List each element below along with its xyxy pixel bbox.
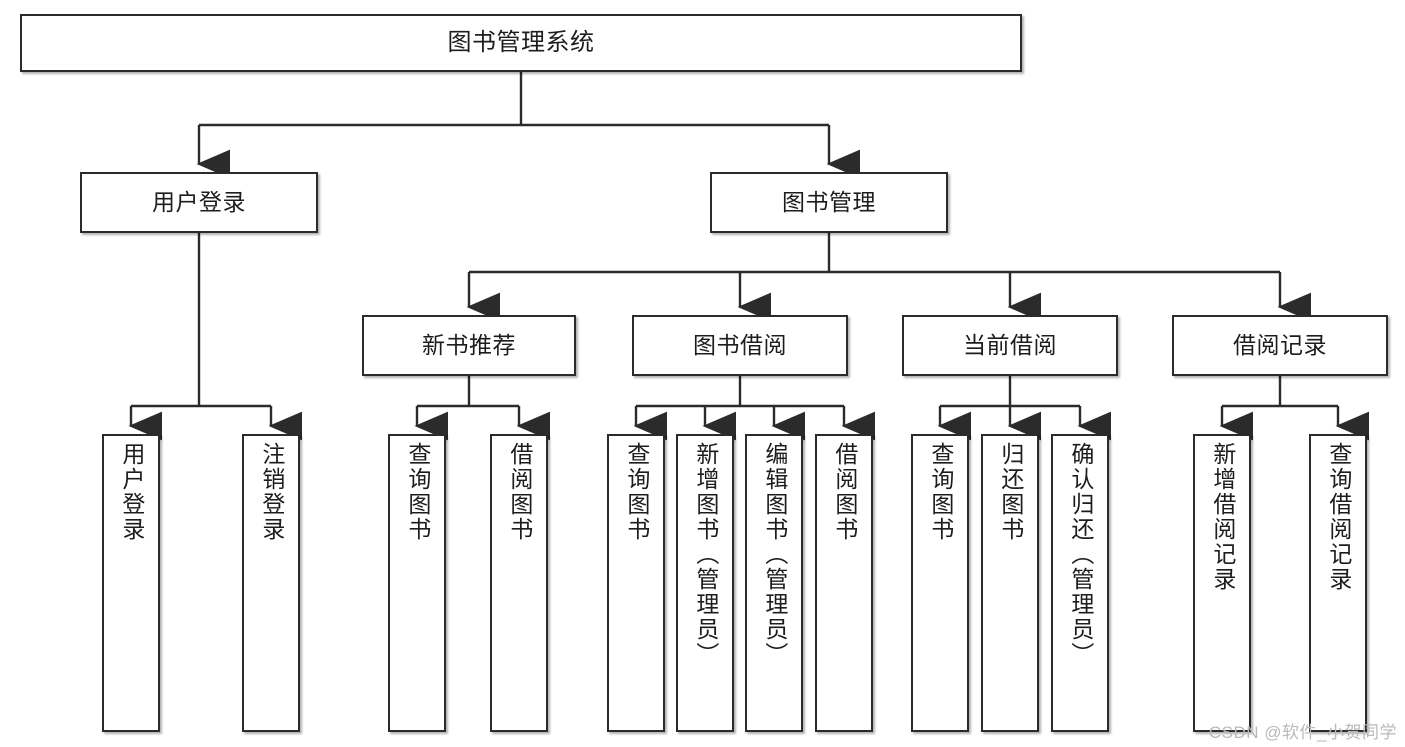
leaf-query-book-2[interactable]: 查询图书 (607, 434, 665, 732)
leaf-query-borrow-record-label: 查询借阅记录 (1325, 442, 1352, 592)
leaf-borrow-book-1-label: 借阅图书 (506, 442, 533, 542)
leaf-query-book-2-label: 查询图书 (623, 442, 650, 542)
leaf-return-book-label: 归还图书 (997, 442, 1024, 542)
leaf-return-book[interactable]: 归还图书 (981, 434, 1039, 732)
leaf-borrow-book-1[interactable]: 借阅图书 (490, 434, 548, 732)
leaf-edit-book-admin[interactable]: 编辑图书（管理员） (745, 434, 803, 732)
leaf-add-borrow-record[interactable]: 新增借阅记录 (1193, 434, 1251, 732)
leaf-query-book-3[interactable]: 查询图书 (911, 434, 969, 732)
leaf-add-borrow-record-label: 新增借阅记录 (1209, 442, 1236, 592)
node-borrow-record[interactable]: 借阅记录 (1172, 315, 1388, 376)
leaf-add-book-admin[interactable]: 新增图书（管理员） (676, 434, 734, 732)
node-book-management-label: 图书管理 (782, 188, 876, 215)
leaf-confirm-return-admin[interactable]: 确认归还（管理员） (1051, 434, 1109, 732)
leaf-query-book-3-label: 查询图书 (927, 442, 954, 542)
leaf-borrow-book-2-label: 借阅图书 (831, 442, 858, 542)
leaf-user-login[interactable]: 用户登录 (102, 434, 160, 732)
leaf-confirm-return-admin-label: 确认归还（管理员） (1067, 442, 1094, 667)
leaf-borrow-book-2[interactable]: 借阅图书 (815, 434, 873, 732)
leaf-logout[interactable]: 注销登录 (242, 434, 300, 732)
node-book-borrow[interactable]: 图书借阅 (632, 315, 848, 376)
leaf-edit-book-admin-label: 编辑图书（管理员） (761, 442, 788, 667)
leaf-add-book-admin-label: 新增图书（管理员） (692, 442, 719, 667)
node-book-borrow-label: 图书借阅 (693, 331, 787, 358)
node-borrow-record-label: 借阅记录 (1233, 331, 1327, 358)
node-current-borrow[interactable]: 当前借阅 (902, 315, 1118, 376)
node-user-login-label: 用户登录 (152, 188, 246, 215)
leaf-user-login-label: 用户登录 (118, 442, 145, 542)
node-root-label: 图书管理系统 (447, 28, 595, 56)
leaf-query-book-1-label: 查询图书 (404, 442, 431, 542)
leaf-query-borrow-record[interactable]: 查询借阅记录 (1309, 434, 1367, 732)
node-user-login[interactable]: 用户登录 (80, 172, 318, 233)
leaf-logout-label: 注销登录 (258, 442, 285, 542)
node-root[interactable]: 图书管理系统 (20, 14, 1022, 72)
node-new-book-recommend[interactable]: 新书推荐 (362, 315, 576, 376)
leaf-query-book-1[interactable]: 查询图书 (388, 434, 446, 732)
watermark: CSDN @软件_小贺同学 (1208, 723, 1397, 742)
node-book-management[interactable]: 图书管理 (710, 172, 948, 233)
node-current-borrow-label: 当前借阅 (963, 331, 1057, 358)
node-new-book-recommend-label: 新书推荐 (422, 331, 516, 358)
